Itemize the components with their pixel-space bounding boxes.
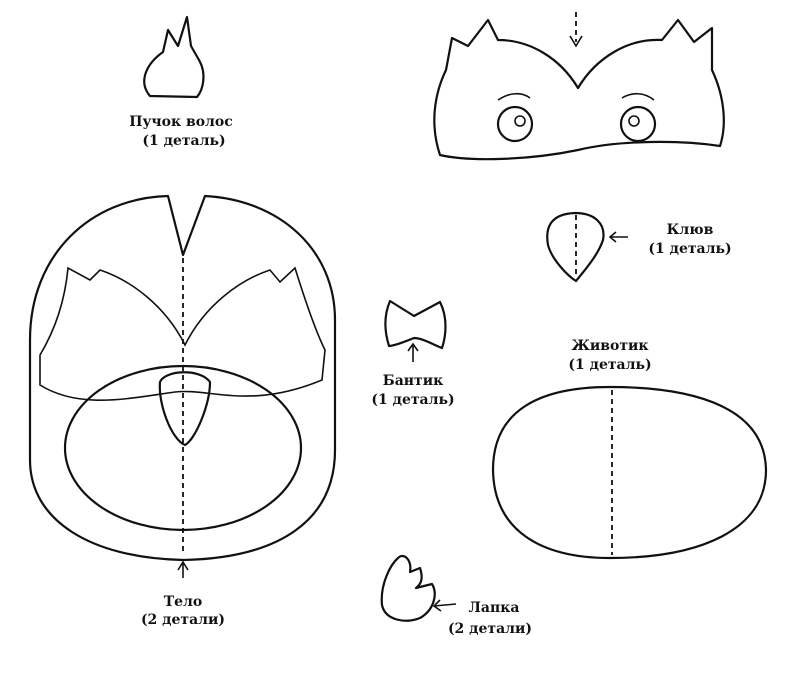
bow-piece xyxy=(384,299,447,362)
beak-label: Клюв xyxy=(667,222,714,238)
foot-label: Лапка xyxy=(469,600,520,616)
foot-count: (2 детали) xyxy=(448,621,532,637)
bow-count: (1 деталь) xyxy=(371,392,454,408)
body-piece xyxy=(28,194,337,578)
eye-mask-piece xyxy=(433,12,725,161)
hair-tuft-piece xyxy=(143,15,205,99)
hair-label: Пучок волос xyxy=(129,114,233,130)
belly-count: (1 деталь) xyxy=(568,357,651,373)
beak-piece xyxy=(546,211,628,283)
belly-piece xyxy=(491,385,768,560)
bow-label: Бантик xyxy=(383,373,443,389)
foot-piece xyxy=(380,554,457,622)
beak-count: (1 деталь) xyxy=(648,241,731,257)
body-count: (2 детали) xyxy=(141,612,225,628)
body-label: Тело xyxy=(164,594,203,610)
hair-count: (1 деталь) xyxy=(142,133,225,149)
belly-label: Животик xyxy=(572,338,649,354)
